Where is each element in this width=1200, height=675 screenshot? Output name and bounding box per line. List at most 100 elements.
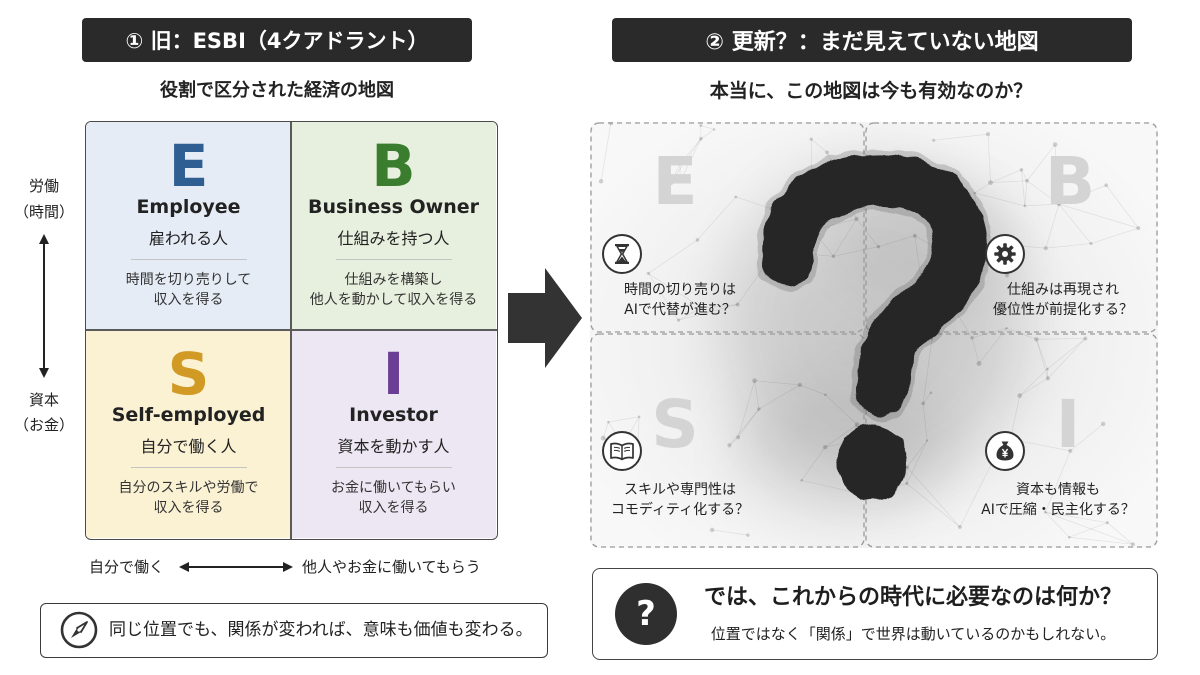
quadrant-divider — [335, 259, 452, 260]
network-node — [1104, 183, 1109, 188]
network-link — [678, 307, 702, 321]
quadrant-self-employed: S Self-employed 自分で働く人 自分のスキルや労働で 収入を得る — [86, 330, 291, 538]
network-link — [602, 421, 609, 439]
quadrant-name: Employee — [136, 196, 241, 218]
network-link — [1036, 339, 1048, 370]
network-link — [701, 304, 738, 309]
network-link — [754, 380, 800, 386]
question-line: 優位性が前提化する？ — [993, 302, 1133, 318]
network-link — [833, 246, 879, 257]
network-link — [906, 483, 961, 528]
network-node — [921, 401, 925, 406]
network-node — [912, 233, 917, 238]
network-node — [831, 254, 836, 259]
network-link — [737, 408, 760, 438]
network-node — [699, 124, 703, 127]
network-node — [752, 378, 758, 384]
network-node — [1105, 521, 1109, 525]
network-link — [906, 440, 928, 468]
network-link — [856, 218, 879, 247]
quadrant-investor: I Investor 資本を動かす人 お金に働いてもらい 収入を得る — [291, 330, 496, 538]
question-line: 資本も情報も — [1016, 482, 1100, 498]
network-link — [1019, 378, 1049, 396]
network-link — [648, 273, 679, 321]
grid-horizontal-divider — [86, 329, 497, 331]
network-link — [1054, 144, 1060, 205]
money-bag-icon — [985, 431, 1025, 471]
quadrant-role: 資本を動かす人 — [337, 437, 450, 456]
network-link — [878, 235, 915, 248]
network-link — [833, 218, 857, 257]
quadrant-question-s: スキルや専門性は コモディティ化する？ — [590, 480, 770, 520]
network-node — [709, 527, 715, 533]
network-link — [1058, 203, 1139, 229]
network-node — [712, 128, 716, 131]
network-node — [1043, 510, 1047, 514]
network-node — [905, 481, 909, 485]
quadrant-role: 雇われる人 — [148, 229, 229, 248]
network-link — [700, 129, 715, 139]
question-line: AIで圧縮・民主化する？ — [981, 502, 1135, 518]
network-link — [990, 180, 1027, 183]
network-link — [990, 169, 1022, 183]
network-node — [1052, 142, 1058, 147]
network-link — [608, 416, 640, 423]
insight-note: 同じ位置でも、関係が変われば、意味も価値も変わる。 — [40, 603, 548, 658]
quadrant-employee: E Employee 雇われる人 時間を切り売りして 収入を得る — [86, 122, 291, 330]
question-mark-brush-icon — [756, 148, 992, 500]
network-node — [1023, 204, 1027, 208]
network-node — [700, 306, 704, 310]
network-link — [1069, 536, 1133, 545]
network-link — [906, 466, 961, 528]
network-node — [646, 271, 650, 276]
network-link — [974, 192, 1025, 207]
network-node — [607, 420, 610, 424]
gear-icon — [985, 234, 1025, 274]
question-line: コモディティ化する？ — [610, 502, 750, 518]
network-link — [1045, 204, 1060, 249]
network-link — [971, 337, 980, 364]
network-link — [1058, 184, 1107, 205]
horizontal-double-arrow-icon — [179, 562, 293, 572]
network-node — [676, 318, 681, 322]
network-link — [824, 424, 858, 448]
network-link — [987, 134, 991, 183]
network-link — [1026, 144, 1056, 181]
quadrant-description-line: 収入を得る — [153, 500, 224, 516]
network-link — [754, 380, 760, 410]
quadrant-description-line: 収入を得る — [358, 500, 429, 516]
network-node — [1005, 273, 1010, 278]
faded-letter-e: E — [652, 143, 698, 220]
quadrant-letter: S — [167, 340, 210, 408]
x-axis-right-label: 他人やお金に働いてもらう — [302, 558, 481, 576]
network-link — [737, 380, 755, 438]
network-link — [1024, 180, 1028, 206]
quadrant-question-e: 時間の切り売りは AIで代替が進む？ — [590, 280, 770, 320]
network-node — [1067, 535, 1071, 539]
quadrant-letter: I — [382, 340, 405, 408]
network-link — [1105, 185, 1139, 229]
network-node — [734, 195, 738, 199]
question-mark-hook — [761, 153, 987, 416]
question-line: AIで代替が進む？ — [624, 302, 736, 318]
quadrant-role: 自分で働く人 — [140, 437, 237, 456]
network-node — [1025, 178, 1029, 183]
network-node — [958, 525, 962, 529]
network-link — [1021, 169, 1026, 206]
faded-letter-s: S — [651, 386, 699, 463]
quadrant-description-line: 他人を動かして収入を得る — [309, 292, 478, 308]
network-link — [648, 273, 702, 309]
network-link — [648, 239, 698, 274]
network-node — [825, 150, 829, 155]
network-link — [825, 394, 858, 425]
network-node — [854, 422, 860, 428]
network-node — [757, 407, 761, 411]
network-link — [799, 384, 826, 396]
network-node — [678, 180, 682, 184]
insight-note-text: 同じ位置でも、関係が変われば、意味も価値も変わる。 — [109, 620, 533, 640]
network-node — [727, 443, 732, 448]
network-node — [1100, 421, 1106, 427]
network-link — [670, 163, 681, 183]
network-link — [1047, 338, 1086, 370]
network-link — [1045, 511, 1108, 524]
